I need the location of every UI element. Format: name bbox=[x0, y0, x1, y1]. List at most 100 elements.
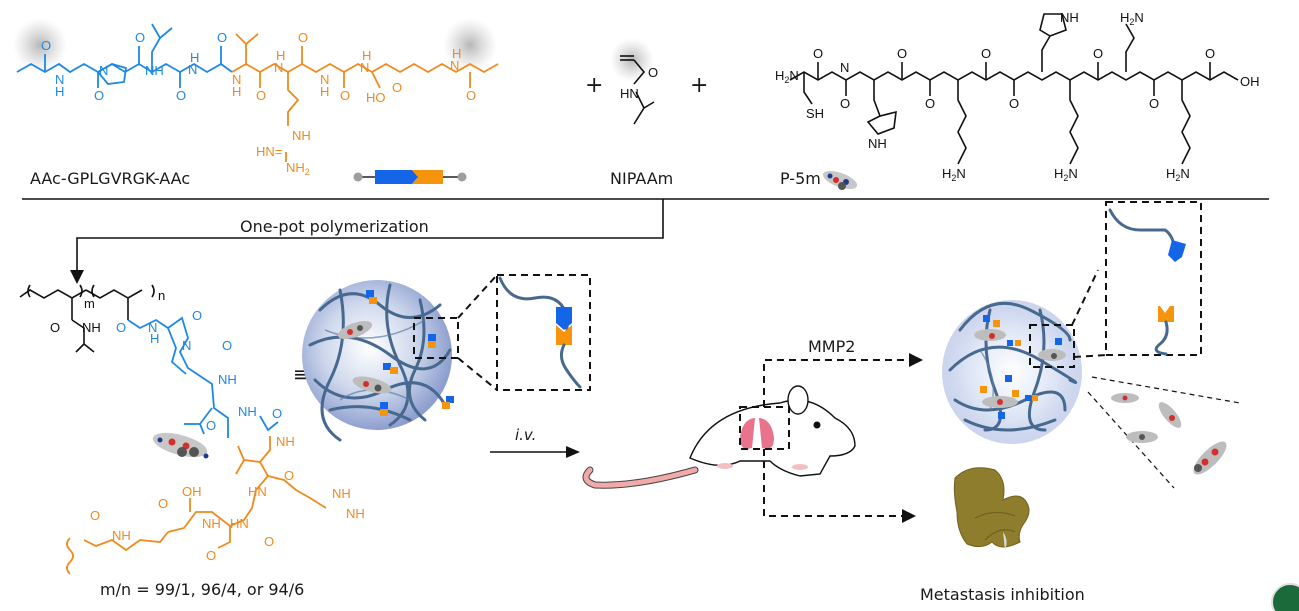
bracket-right bbox=[151, 284, 155, 298]
atom-o: O bbox=[340, 88, 350, 103]
lysine-cooh bbox=[371, 71, 381, 89]
atom-o: O bbox=[158, 496, 168, 511]
mouse-paw bbox=[792, 464, 808, 470]
atom-hn: HN bbox=[620, 86, 639, 101]
nanogel-sphere bbox=[302, 280, 454, 442]
crosslink-cartoon bbox=[366, 290, 454, 416]
bracket-left bbox=[91, 284, 95, 298]
lung-tissue-image bbox=[953, 467, 1030, 550]
atom-o: O bbox=[206, 548, 216, 563]
arrowhead-icon bbox=[909, 353, 923, 367]
zoom-line bbox=[1071, 269, 1099, 326]
atom-nh: NH bbox=[202, 516, 221, 531]
atom-h2n: H2N bbox=[942, 166, 966, 183]
atom-hn: HN= bbox=[256, 144, 282, 159]
atom-o: O bbox=[284, 468, 294, 483]
atom-o: O bbox=[981, 46, 991, 61]
atom-o: O bbox=[1009, 96, 1019, 111]
zoom-box-small bbox=[413, 317, 459, 359]
atom-nh: NH bbox=[868, 136, 887, 151]
amide-bond bbox=[633, 59, 646, 85]
bracket-right bbox=[79, 284, 83, 298]
p5m-molecule-model-icon bbox=[152, 432, 209, 459]
lysine-chain-2 bbox=[1069, 80, 1079, 165]
zoom-line bbox=[457, 274, 498, 319]
degraded-nanogel bbox=[942, 300, 1082, 444]
atom-nh: NH bbox=[82, 320, 101, 335]
atom-h: H bbox=[362, 48, 371, 63]
plus-sign: + bbox=[690, 73, 708, 98]
atom-ho: HO bbox=[366, 90, 386, 105]
nipaam-label: NIPAAm bbox=[610, 169, 673, 188]
mouse-paw bbox=[717, 463, 733, 469]
p5m-peptide-structure: H2N SH O N O NH O O O O NH O H2N O O OH … bbox=[775, 10, 1260, 183]
release-cone-line bbox=[1091, 376, 1241, 404]
loaded-peptide-icons bbox=[337, 320, 392, 394]
atom-o: O bbox=[272, 406, 282, 421]
cartoon-end-left bbox=[353, 172, 363, 182]
atom-o: O bbox=[1205, 46, 1215, 61]
atom-oh: OH bbox=[1240, 74, 1260, 89]
atom-o: O bbox=[1093, 46, 1103, 61]
mouse-ear bbox=[787, 385, 809, 415]
nipaam-structure: O HN bbox=[610, 38, 658, 125]
atom-h: H bbox=[55, 84, 64, 99]
atom-o: O bbox=[392, 80, 402, 95]
atom-sh: SH bbox=[806, 106, 824, 121]
crosslinker-structure: O N H O N O NH O H N O N H O H N O N H O… bbox=[13, 18, 499, 177]
cartoon-orange-block bbox=[412, 170, 443, 184]
crosslinker-cartoon bbox=[353, 170, 467, 184]
blue-segment bbox=[556, 307, 572, 330]
atom-nh: NH bbox=[1060, 10, 1079, 25]
zoom-box-large bbox=[496, 274, 591, 391]
plus-sign: + bbox=[585, 73, 603, 98]
atom-h: H bbox=[232, 84, 241, 99]
cartoon-end-right bbox=[457, 172, 467, 182]
outcome-label: Metastasis inhibition bbox=[920, 585, 1085, 604]
released-peptide-icons bbox=[1111, 393, 1227, 475]
histidine-ring bbox=[866, 80, 897, 135]
atom-o: O bbox=[206, 418, 216, 433]
atom-n: N bbox=[232, 72, 241, 87]
atom-n: N bbox=[99, 63, 108, 78]
histidine-ring-2 bbox=[1039, 13, 1067, 72]
mouse-eye bbox=[813, 421, 821, 429]
atom-o: O bbox=[217, 30, 227, 45]
atom-oh: OH bbox=[182, 484, 202, 499]
atom-h: H bbox=[452, 46, 461, 61]
atom-hn: HN bbox=[230, 516, 249, 531]
p5m-label: P-5m bbox=[780, 169, 821, 188]
zoom-line bbox=[1073, 354, 1107, 358]
atom-o: O bbox=[466, 88, 476, 103]
mouse-tail bbox=[583, 467, 698, 488]
polymerization-label: One-pot polymerization bbox=[240, 217, 429, 236]
atom-h: H bbox=[276, 48, 285, 63]
polymerization-arrow bbox=[76, 199, 664, 272]
crosslinker-label: AAc-GPLGVRGK-AAc bbox=[30, 169, 190, 188]
atom-n: N bbox=[320, 72, 329, 87]
atom-h: H bbox=[190, 50, 199, 65]
atom-o: O bbox=[840, 96, 850, 111]
p5m-molecule-model-icon bbox=[822, 170, 858, 190]
atom-n: N bbox=[450, 58, 459, 73]
cleaved-fragments bbox=[980, 315, 1062, 419]
loaded-peptide-icons bbox=[974, 329, 1066, 408]
orange-segment bbox=[556, 325, 572, 345]
atom-o: O bbox=[192, 308, 202, 323]
atom-n: N bbox=[182, 338, 191, 353]
atom-hn: HN bbox=[248, 484, 267, 499]
atom-n: N bbox=[840, 60, 849, 75]
leucine-branch bbox=[159, 27, 173, 39]
atom-nh: NH bbox=[276, 434, 295, 449]
atom-h: H bbox=[150, 331, 159, 346]
atom-o: O bbox=[925, 96, 935, 111]
orange-backbone bbox=[231, 62, 499, 74]
atom-n: N bbox=[148, 320, 157, 335]
atom-o: O bbox=[90, 508, 100, 523]
path-to-outcome bbox=[763, 449, 903, 517]
atom-h2n: H2N bbox=[1166, 166, 1190, 183]
atom-o: O bbox=[1149, 96, 1159, 111]
atom-o: O bbox=[298, 30, 308, 45]
blue-fragment bbox=[1168, 240, 1186, 262]
